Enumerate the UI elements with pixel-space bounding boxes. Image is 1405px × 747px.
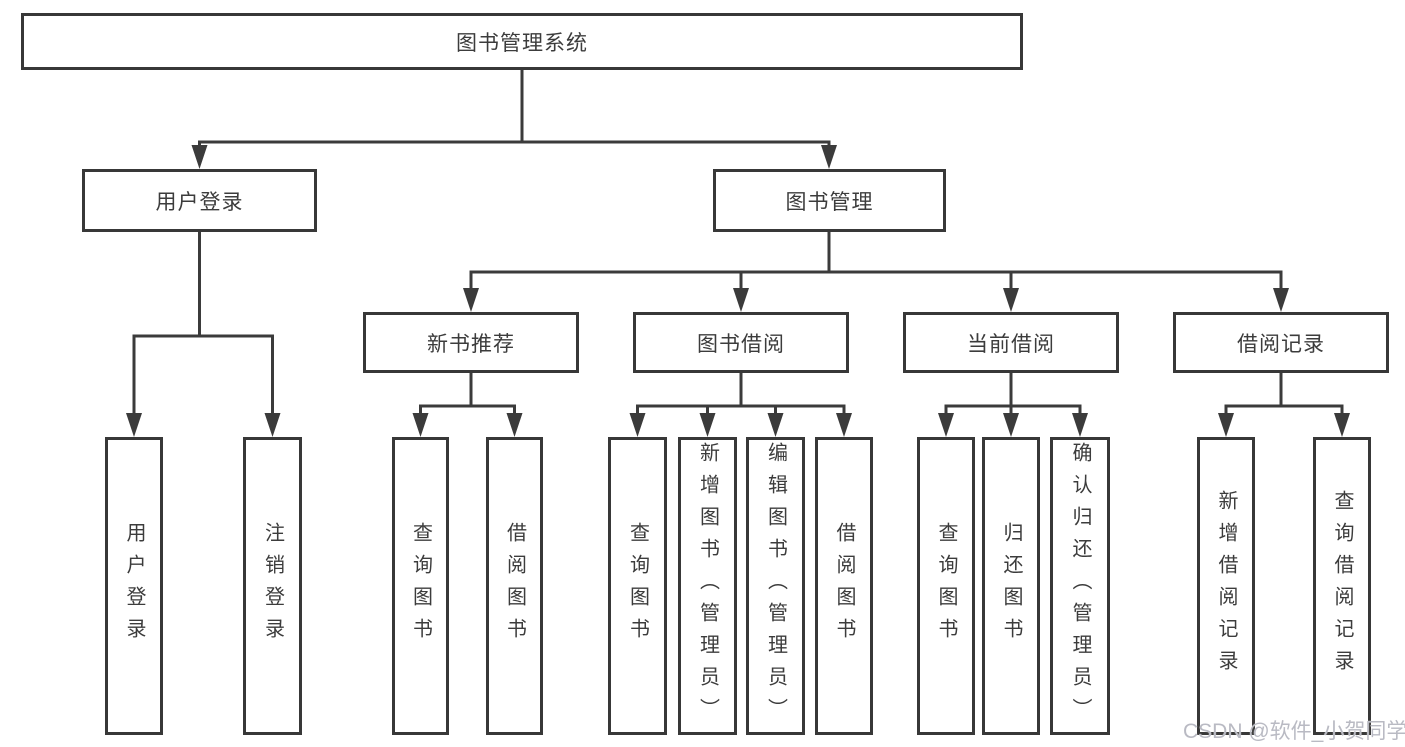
node-book-management: 图书管理 <box>713 169 946 232</box>
connector-book-borrow-to-leaves <box>629 371 852 437</box>
leaf-confirm-return-admin-label: 确认归还（管理员） <box>1069 442 1091 730</box>
connector-current-borrow-to-leaves <box>938 371 1088 437</box>
leaf-borrow-query-books: 查询图书 <box>608 437 667 735</box>
node-user-login: 用户登录 <box>82 169 317 232</box>
leaf-recommend-borrow-books: 借阅图书 <box>486 437 543 735</box>
connector-user-login-to-leaves <box>126 230 281 437</box>
leaf-add-borrow-record: 新增借阅记录 <box>1197 437 1255 735</box>
leaf-borrow-query-books-label: 查询图书 <box>626 522 649 650</box>
node-root: 图书管理系统 <box>21 13 1023 70</box>
leaf-query-borrow-record: 查询借阅记录 <box>1313 437 1371 735</box>
leaf-recommend-query-books: 查询图书 <box>392 437 449 735</box>
leaf-recommend-borrow-books-label: 借阅图书 <box>503 522 526 650</box>
node-user-login-label: 用户登录 <box>155 190 244 214</box>
leaf-current-query-books-label: 查询图书 <box>935 522 957 650</box>
leaf-logout: 注销登录 <box>243 437 302 735</box>
leaf-borrow-books-label: 借阅图书 <box>833 522 855 650</box>
connector-root-to-branches <box>191 68 837 169</box>
node-root-label: 图书管理系统 <box>456 31 588 55</box>
leaf-current-query-books: 查询图书 <box>917 437 975 735</box>
csdn-watermark: CSDN @软件_小贺同学 <box>1183 720 1405 743</box>
leaf-edit-books-admin: 编辑图书（管理员） <box>746 437 805 735</box>
node-book-borrow-label: 图书借阅 <box>697 332 785 356</box>
leaf-recommend-query-books-label: 查询图书 <box>409 522 432 650</box>
leaf-add-books-admin-label: 新增图书（管理员） <box>696 442 719 730</box>
connector-book-management-to-sections <box>463 230 1289 312</box>
leaf-query-borrow-record-label: 查询借阅记录 <box>1331 490 1353 682</box>
leaf-confirm-return-admin: 确认归还（管理员） <box>1050 437 1110 735</box>
node-borrow-records: 借阅记录 <box>1173 312 1389 373</box>
leaf-edit-books-admin-label: 编辑图书（管理员） <box>764 442 787 730</box>
leaf-add-borrow-record-label: 新增借阅记录 <box>1215 490 1237 682</box>
node-current-borrow-label: 当前借阅 <box>967 332 1055 356</box>
connector-borrow-records-to-leaves <box>1218 371 1350 437</box>
node-current-borrow: 当前借阅 <box>903 312 1119 373</box>
node-book-management-label: 图书管理 <box>785 190 874 214</box>
leaf-return-books-label: 归还图书 <box>1000 522 1022 650</box>
connector-new-book-recommend-to-leaves <box>412 371 523 437</box>
leaf-borrow-books: 借阅图书 <box>815 437 873 735</box>
leaf-logout-label: 注销登录 <box>261 522 284 650</box>
leaf-user-login-label: 用户登录 <box>123 522 145 650</box>
node-book-borrow: 图书借阅 <box>633 312 849 373</box>
node-new-book-recommend: 新书推荐 <box>363 312 579 373</box>
leaf-return-books: 归还图书 <box>982 437 1040 735</box>
leaf-user-login: 用户登录 <box>105 437 163 735</box>
node-new-book-recommend-label: 新书推荐 <box>427 332 515 356</box>
node-borrow-records-label: 借阅记录 <box>1237 332 1325 356</box>
leaf-add-books-admin: 新增图书（管理员） <box>678 437 737 735</box>
